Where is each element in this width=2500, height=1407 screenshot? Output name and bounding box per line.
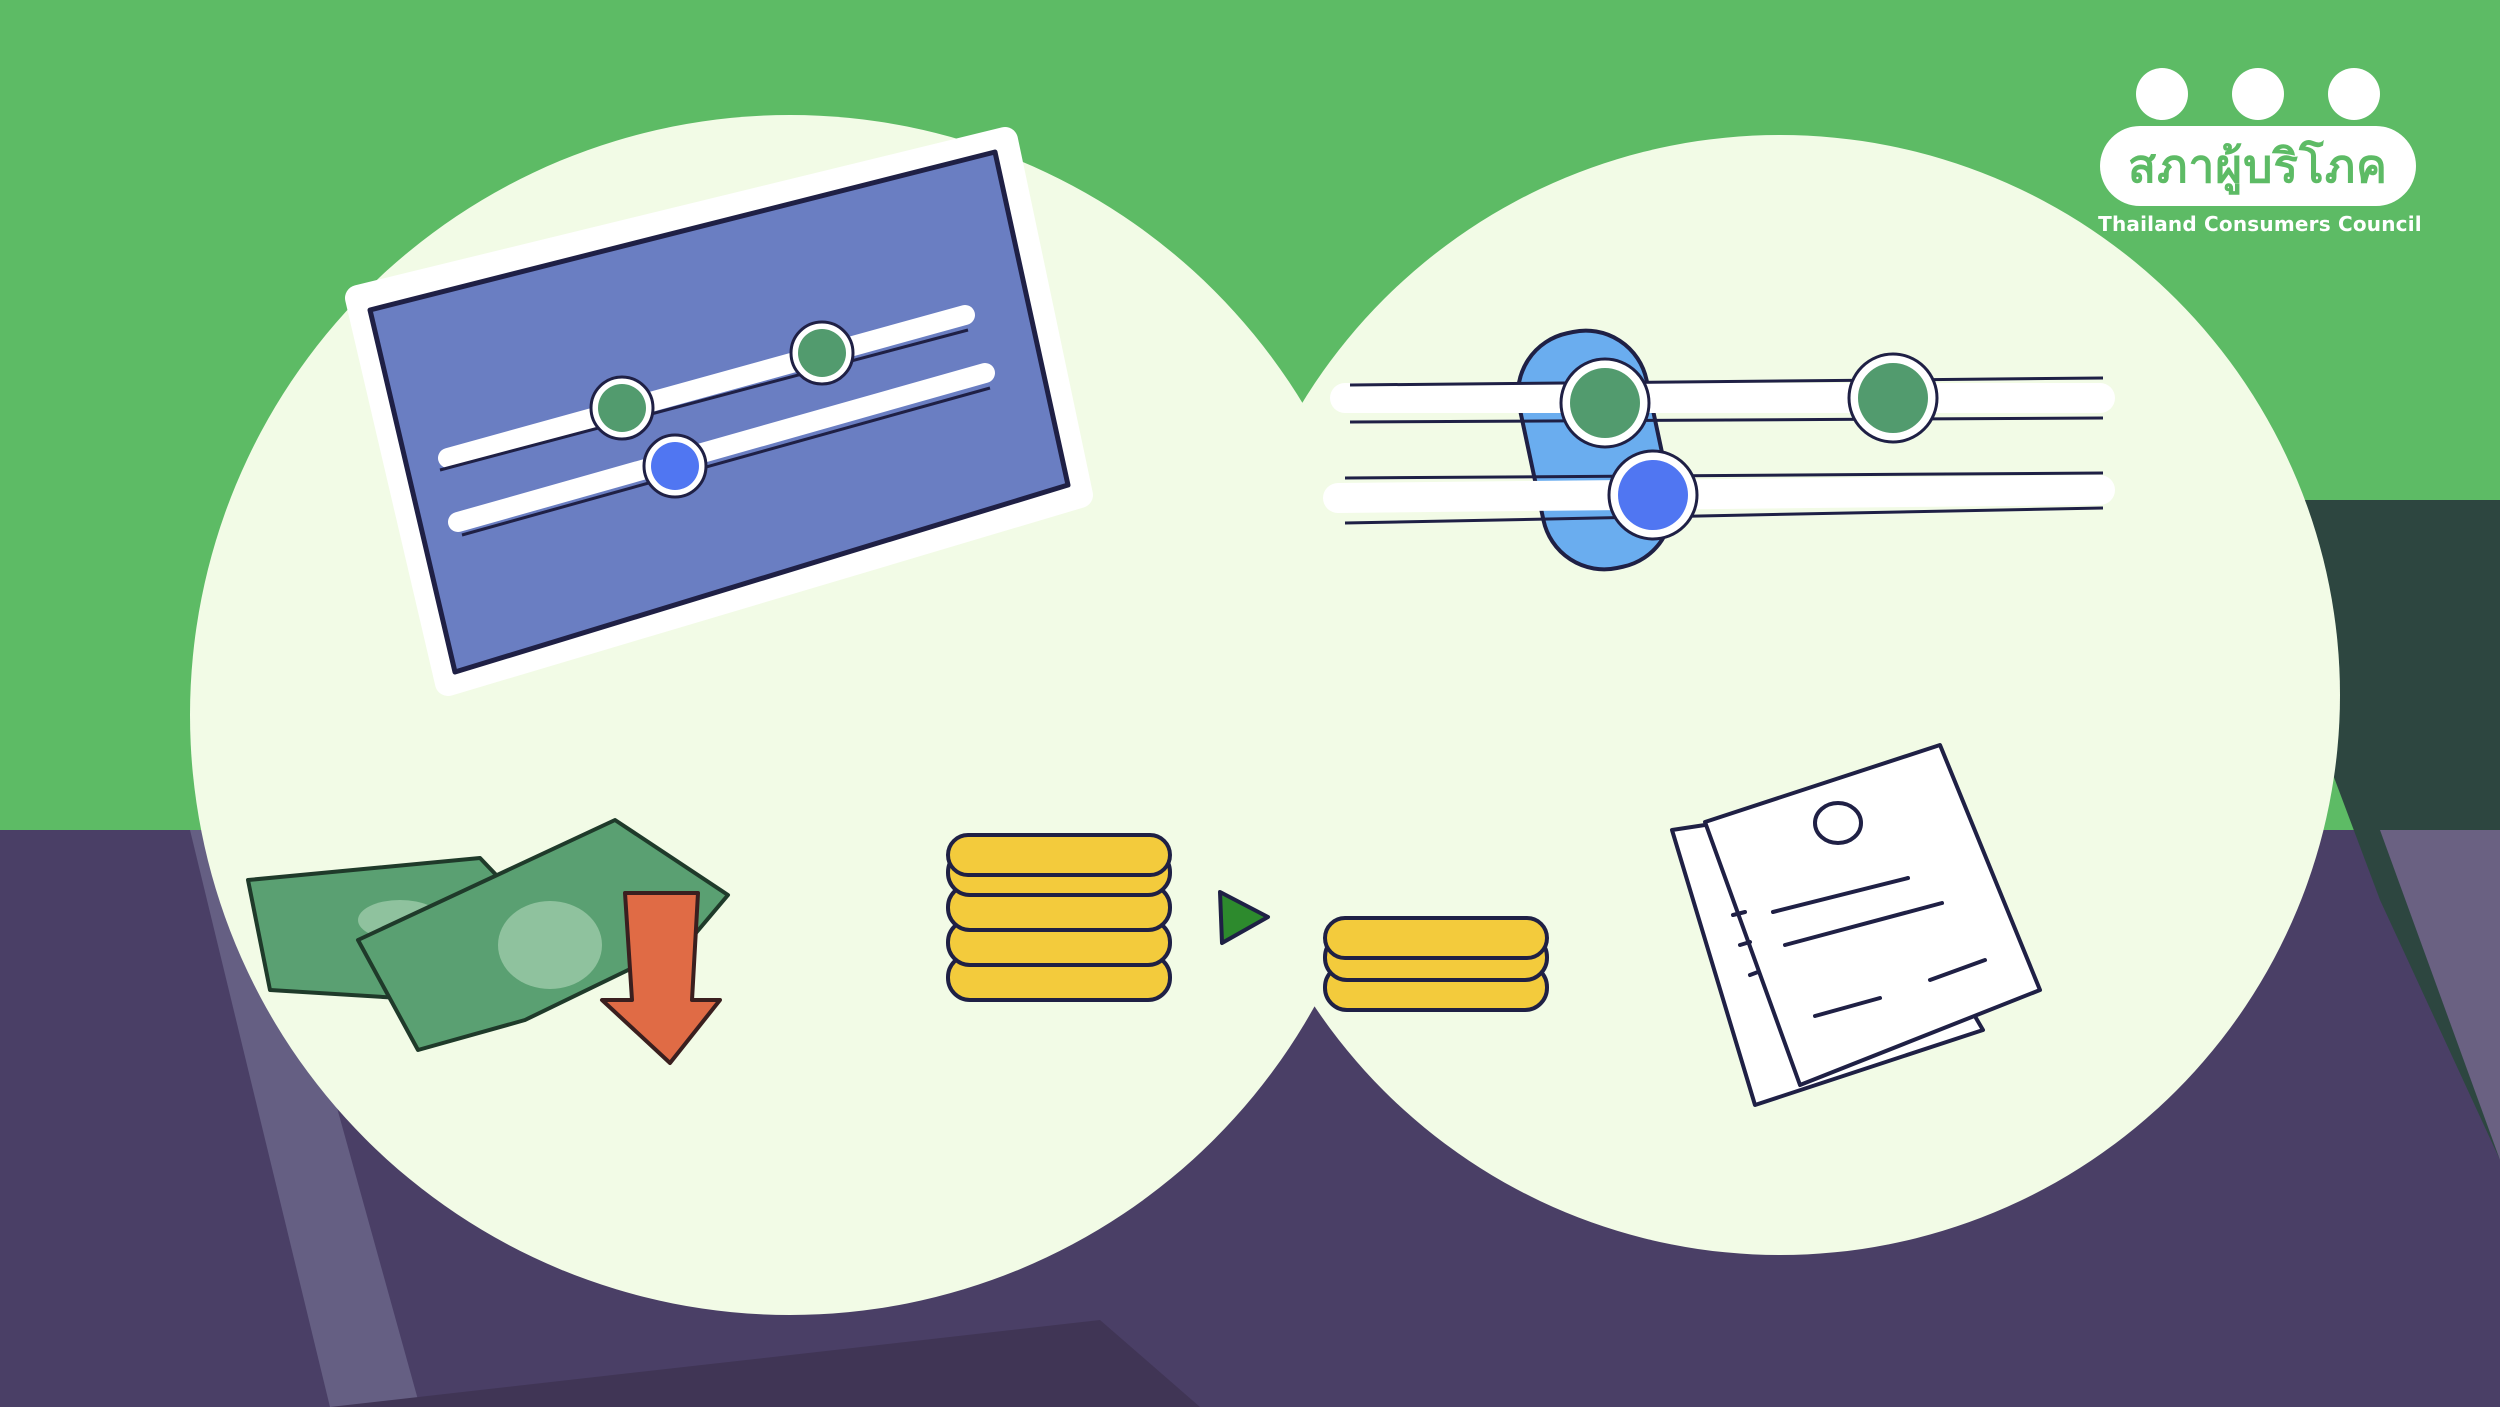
contract-document-icon xyxy=(1670,743,2042,1107)
play-arrow-icon xyxy=(1218,890,1270,945)
slider-settings-card-icon xyxy=(345,127,1093,696)
logo-dot-2 xyxy=(2232,68,2284,120)
shadow-bottom xyxy=(330,1320,1200,1407)
shadow-left xyxy=(190,830,420,1407)
logo-pill: สภาผู้บริโภค xyxy=(2100,126,2416,206)
shadow-right-lower xyxy=(2380,830,2500,1160)
logo-dot-3 xyxy=(2328,68,2380,120)
logo-dot-1 xyxy=(2136,68,2188,120)
adjustment-sliders-icon xyxy=(1323,328,2115,572)
logo-thai-name: สภาผู้บริโภค xyxy=(2128,139,2388,193)
logo: สภาผู้บริโภค Thailand Consumers Council xyxy=(2080,60,2440,250)
cash-decrease-icon xyxy=(246,818,730,1065)
coin-stack-small-icon xyxy=(1323,916,1549,1012)
logo-english-name: Thailand Consumers Council xyxy=(2098,212,2422,236)
coin-stack-large-icon xyxy=(946,833,1172,1002)
